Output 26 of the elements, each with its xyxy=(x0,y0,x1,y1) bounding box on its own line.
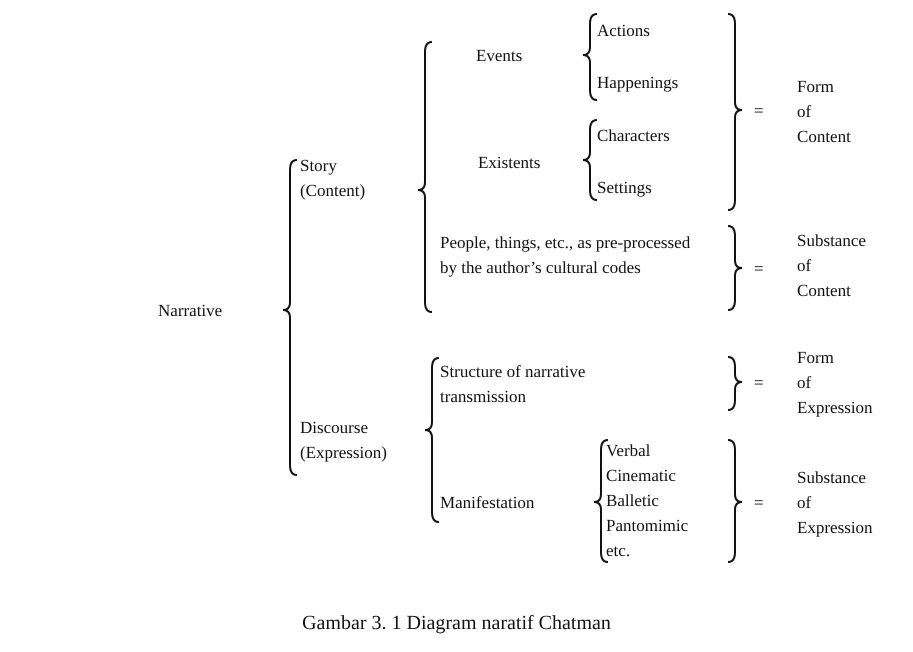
label-text: People, things, etc., as pre-processed by the author’s cultural codes xyxy=(440,232,692,279)
label-text: Verbal xyxy=(606,440,650,462)
label-text: Pantomimic xyxy=(606,515,688,537)
label-text: Existents xyxy=(478,152,540,174)
caption: Gambar 3. 1 Diagram naratif Chatman xyxy=(301,612,612,635)
label-text: Discourse (Expression) xyxy=(300,417,387,464)
label-text: Cinematic xyxy=(606,465,676,487)
label-text: Balletic xyxy=(606,490,659,512)
label-text: Happenings xyxy=(597,72,678,94)
label-text: Narrative xyxy=(158,300,222,322)
label-text: Form of Expression xyxy=(797,347,873,419)
label-text: Substance of Content xyxy=(797,230,866,302)
label-text: Story (Content) xyxy=(300,155,366,202)
label-text: Substance of Expression xyxy=(797,467,873,539)
label-text: Events xyxy=(476,45,522,67)
label-text: Form of Content xyxy=(797,76,851,148)
equals-sign: = xyxy=(754,258,764,280)
equals-sign: = xyxy=(754,100,764,122)
label-text: Settings xyxy=(597,177,652,199)
label-text: Characters xyxy=(597,125,670,147)
equals-sign: = xyxy=(754,372,764,394)
equals-sign: = xyxy=(754,492,764,514)
label-text: Structure of narrative transmission xyxy=(440,361,586,408)
label-text: etc. xyxy=(606,540,630,562)
label-text: Actions xyxy=(597,20,650,42)
label-text: Manifestation xyxy=(440,492,534,514)
